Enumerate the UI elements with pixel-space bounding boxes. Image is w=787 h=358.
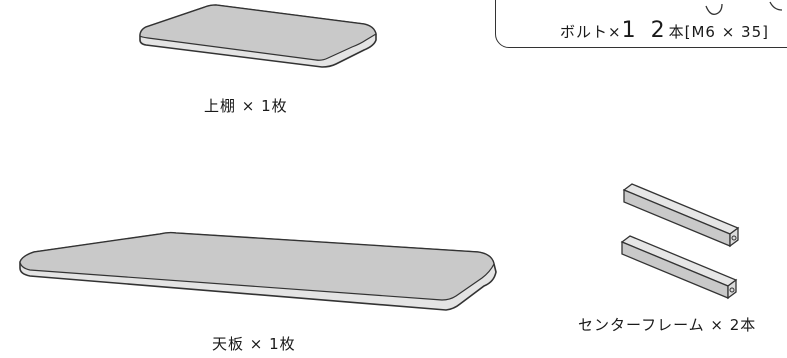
top-shelf-board — [139, 4, 377, 68]
bolt-spec: [M6 × 35] — [684, 23, 769, 41]
top-board — [19, 231, 497, 311]
bolt-name: ボルト — [560, 23, 609, 41]
bolt-times: × — [608, 23, 622, 41]
bolt-quantity-label: ボルト×1 2本[M6 × 35] — [560, 18, 769, 43]
center-frame-2 — [620, 235, 738, 300]
bolt-count: 1 2 — [621, 18, 669, 43]
center-frame-1 — [622, 183, 740, 248]
bolt-unit: 本 — [668, 23, 685, 41]
top-shelf-label: 上棚 × 1枚 — [204, 97, 288, 115]
center-frame-label: センターフレーム × 2本 — [578, 316, 757, 334]
bolt-callout-box — [495, 0, 787, 48]
bolt-illustration — [705, 1, 783, 15]
top-board-label: 天板 × 1枚 — [212, 335, 296, 353]
